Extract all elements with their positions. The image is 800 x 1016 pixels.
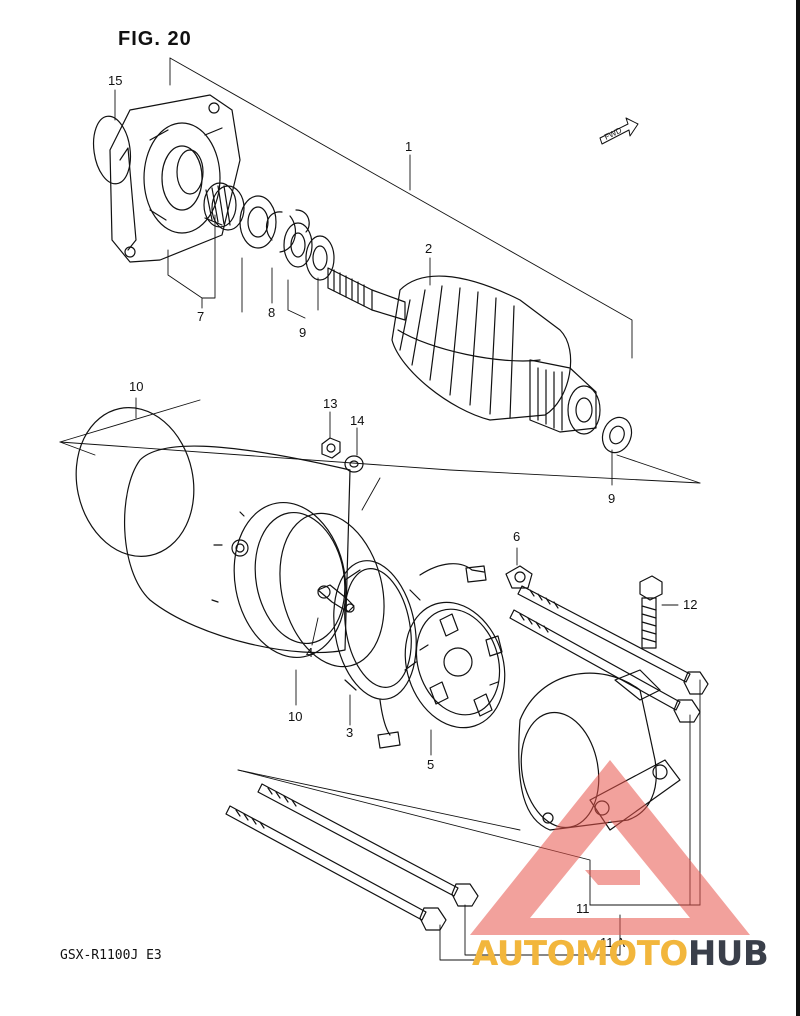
callout-10-lower: 10 [288, 709, 303, 724]
through-bolt-lower-2 [225, 805, 447, 931]
callout-7: 7 [197, 309, 205, 324]
o-ring-10-left [75, 407, 195, 557]
callout-11: 11 [576, 901, 590, 916]
circlip-8 [265, 211, 297, 253]
brush-plate-5 [404, 601, 506, 729]
through-bolt-upper-2 [509, 609, 701, 723]
callout-5: 5 [427, 757, 435, 772]
callout-2: 2 [425, 241, 433, 256]
callout-1: 1 [405, 139, 413, 154]
callout-14: 14 [350, 413, 365, 428]
watermark-text-part1: AUTOMOTO [472, 934, 688, 974]
callout-4: 4 [306, 645, 314, 660]
insulator-6 [505, 565, 533, 589]
callout-10-upper: 10 [129, 379, 144, 394]
through-bolt-lower-1 [257, 783, 479, 907]
callout-11a: 11 A [600, 935, 626, 950]
front-housing [109, 94, 241, 263]
o-ring-10-middle [279, 512, 385, 668]
callout-9-lower: 9 [608, 491, 616, 506]
callout-3: 3 [346, 725, 354, 740]
fwd-arrow-icon: FWD [599, 117, 639, 145]
callout-8: 8 [268, 305, 276, 320]
svg-text:FWD: FWD [603, 126, 624, 142]
callout-12: 12 [683, 597, 698, 612]
figure-title: FIG. 20 [118, 28, 192, 50]
bearing-7 [203, 182, 277, 249]
callout-15: 15 [108, 73, 123, 88]
model-code: GSX-R1100J E3 [60, 948, 162, 963]
shim-9-lower [601, 416, 633, 454]
callout-6: 6 [513, 529, 521, 544]
washer-14 [344, 455, 364, 473]
watermark-text: AUTOMOTOHUB [472, 934, 769, 974]
nut-13 [321, 437, 341, 459]
brush-holder-3 [333, 560, 487, 749]
through-bolt-upper-1 [517, 585, 709, 695]
shims-9-upper [283, 209, 335, 281]
rear-housing [518, 669, 681, 831]
watermark-logo-icon [470, 760, 750, 935]
leader-lines [59, 57, 701, 961]
terminal-bolt-4 [317, 584, 355, 613]
right-edge-border [796, 0, 800, 1016]
callout-13: 13 [323, 396, 338, 411]
watermark-text-part2: HUB [687, 934, 769, 974]
o-ring-15 [92, 115, 132, 185]
armature-2 [327, 267, 601, 435]
callout-9-upper: 9 [299, 325, 307, 340]
yoke-case [123, 445, 351, 659]
bolt-12 [639, 575, 663, 649]
